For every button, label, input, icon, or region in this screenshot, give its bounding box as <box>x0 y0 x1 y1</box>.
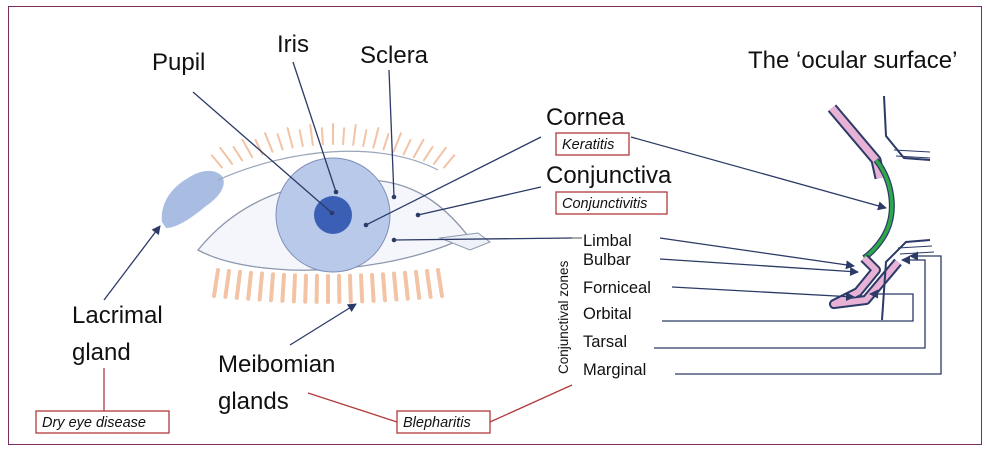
meibomian-gland-mark <box>214 270 218 296</box>
lower-lid-lashes <box>898 246 934 254</box>
iris-pointer-dot <box>334 190 339 195</box>
zone-bulbar: Bulbar <box>583 251 631 269</box>
eyelash <box>322 128 323 144</box>
eyelash <box>212 155 222 167</box>
eyelash <box>383 134 388 149</box>
conjunctiva-pointer-dot <box>416 213 421 218</box>
conjunctiva-pointer-line <box>418 187 541 215</box>
label-meibomian-line2: glands <box>218 388 289 415</box>
meibomian-gland-mark <box>361 275 362 301</box>
meibomian-gland-mark <box>394 274 396 300</box>
eyelash <box>278 134 283 149</box>
eyelash <box>424 147 433 160</box>
tag-blepharitis: Blepharitis <box>403 415 471 431</box>
tag-dry-eye: Dry eye disease <box>42 415 146 431</box>
meibomian-gland-mark <box>350 276 351 302</box>
meibomian-gland-mark <box>225 271 229 297</box>
sclera-pointer-line <box>389 70 394 197</box>
eyelash <box>404 140 411 154</box>
cornea-pointer-dot <box>364 223 369 228</box>
meibomian-gland-marks <box>214 270 442 302</box>
eyelash <box>414 140 424 157</box>
eyelash <box>363 130 366 146</box>
label-conjunctiva: Conjunctiva <box>546 162 672 189</box>
lacrimal-pointer-arrow <box>104 226 160 300</box>
zone-orbital: Orbital <box>583 305 632 323</box>
meibomian-gland-mark <box>405 273 408 299</box>
eyelash <box>444 155 454 167</box>
bulbar-arrow <box>660 259 858 272</box>
zone-marginal: Marginal <box>583 361 646 379</box>
eyelash <box>373 128 378 147</box>
orbital-arrow <box>662 294 913 321</box>
meibomian-gland-mark <box>383 274 385 300</box>
tag-conjunctivitis: Conjunctivitis <box>562 196 647 212</box>
limbal-eye-dot <box>392 238 397 243</box>
eyelash <box>300 130 303 146</box>
eyelash <box>343 128 344 144</box>
tag-keratitis: Keratitis <box>562 137 614 153</box>
label-meibomian-line1: Meibomian <box>218 351 335 378</box>
meibomian-gland-mark <box>248 273 251 299</box>
meibomian-gland-mark <box>294 275 295 301</box>
meibomian-gland-mark <box>372 275 374 301</box>
zone-limbal: Limbal <box>583 232 632 250</box>
meibomian-gland-mark <box>438 270 442 296</box>
lacrimal-gland-shape <box>162 171 224 228</box>
forniceal-arrow <box>672 287 854 297</box>
label-lacrimal-line1: Lacrimal <box>72 302 163 329</box>
label-cornea: Cornea <box>546 104 625 131</box>
meibomian-pointer-arrow <box>290 304 356 345</box>
meibomian-to-blepharitis-line <box>308 393 397 422</box>
pupil-pointer-dot <box>330 211 335 216</box>
label-lacrimal-line2: gland <box>72 339 131 366</box>
eyelash <box>310 125 313 145</box>
eyelash <box>220 148 232 164</box>
eyelash <box>288 128 293 147</box>
meibomian-gland-mark <box>282 275 284 301</box>
label-iris: Iris <box>277 31 309 58</box>
zone-tarsal: Tarsal <box>583 333 627 351</box>
eyelash <box>234 147 243 160</box>
meibomian-gland-mark <box>427 271 431 297</box>
eyelash <box>265 133 272 152</box>
limbal-arrow <box>660 238 854 266</box>
meibomian-gland-mark <box>237 272 240 298</box>
sclera-pointer-dot <box>392 195 397 200</box>
meibomian-gland-mark <box>260 274 262 300</box>
marginal-to-blepharitis-line <box>490 385 572 422</box>
eyelash <box>353 125 356 145</box>
label-pupil: Pupil <box>152 49 205 76</box>
label-ocular-surface-title: The ‘ocular surface’ <box>748 47 957 74</box>
marginal-arrow <box>675 256 941 374</box>
meibomian-gland-mark <box>305 276 306 302</box>
zone-forniceal: Forniceal <box>583 279 651 297</box>
meibomian-gland-mark <box>271 274 273 300</box>
eyelash <box>394 133 401 152</box>
conjunctival-zones-axis-label: Conjunctival zones <box>556 260 571 374</box>
meibomian-gland-mark <box>416 272 419 298</box>
eyelash <box>434 148 446 164</box>
label-sclera: Sclera <box>360 42 429 69</box>
